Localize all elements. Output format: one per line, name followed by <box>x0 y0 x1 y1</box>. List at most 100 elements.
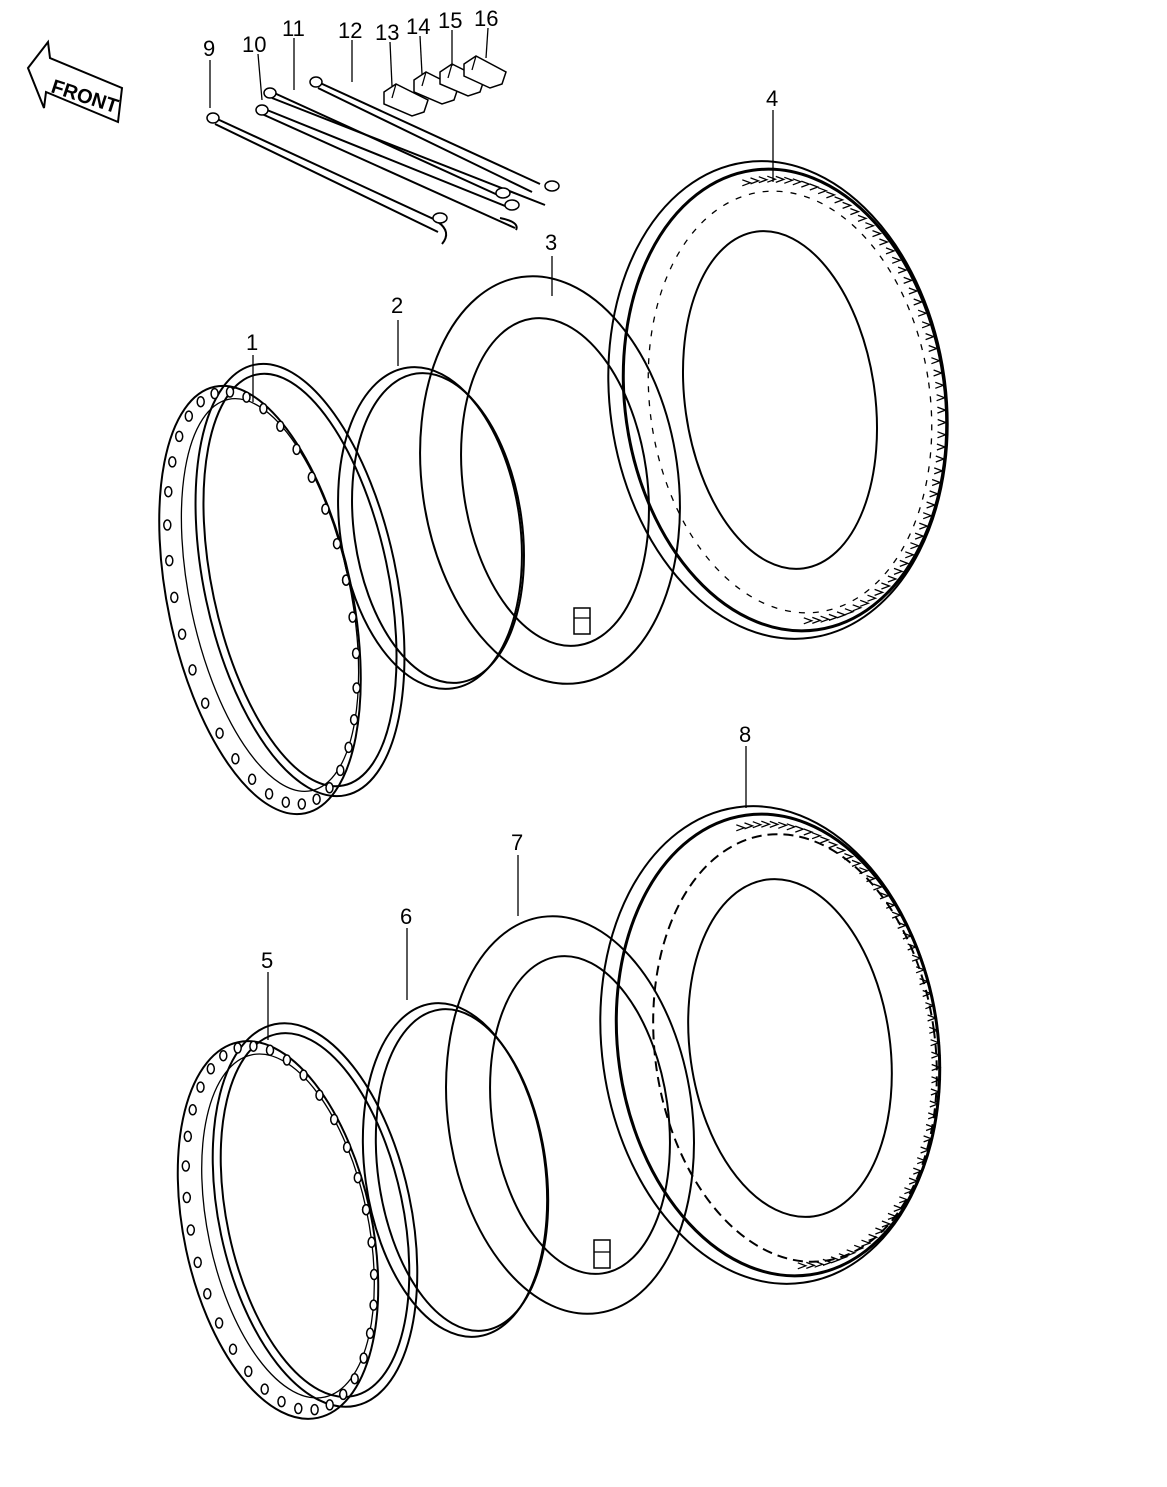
callout-8: 8 <box>739 722 751 747</box>
spoke-hole <box>184 410 194 422</box>
spoke-hole <box>210 387 219 400</box>
callout-9: 9 <box>203 36 215 61</box>
tread-block <box>811 832 822 840</box>
tread-block <box>930 1088 941 1096</box>
tread-block <box>758 176 769 184</box>
tread-block <box>922 989 933 998</box>
tread-block <box>859 599 871 607</box>
tread-block <box>907 943 918 951</box>
tread-block <box>930 1039 941 1047</box>
spoke-hole <box>193 1256 202 1269</box>
tread-block <box>859 867 870 875</box>
tread-block <box>797 1262 808 1270</box>
tread-block <box>852 604 863 612</box>
callout-15: 15 <box>438 8 462 33</box>
spoke-hole <box>188 1104 197 1116</box>
spoke-hole <box>344 741 353 754</box>
tread-block <box>891 911 902 919</box>
front-rim-band <box>337 366 525 690</box>
nipple-13 <box>383 83 429 117</box>
tread-block <box>853 1244 865 1252</box>
spoke-hole <box>329 1113 339 1126</box>
tread-block <box>744 822 755 830</box>
tread-block <box>784 176 795 184</box>
callout-12: 12 <box>338 18 362 43</box>
spoke-hole <box>214 1317 224 1329</box>
spoke-hole <box>367 1236 376 1249</box>
callout-7: 7 <box>511 830 523 855</box>
callout-6: 6 <box>400 904 412 929</box>
tread-block <box>750 177 761 185</box>
spoke-hole <box>182 1191 192 1204</box>
tread-block <box>851 859 862 868</box>
tread-block <box>806 1261 817 1270</box>
rear-rim-band <box>361 1002 550 1338</box>
tread-block <box>881 1220 892 1228</box>
spoke-hole <box>281 796 291 808</box>
tread-block <box>795 825 806 833</box>
tread-block <box>769 820 780 829</box>
spoke-hole <box>233 1042 242 1054</box>
spoke-hole <box>297 798 307 810</box>
tread-block <box>937 431 948 439</box>
tread-block <box>920 1146 931 1154</box>
tread-block <box>828 613 839 622</box>
spoke-hole <box>168 456 177 468</box>
tread-block <box>887 1212 898 1221</box>
tread-block <box>861 1239 872 1247</box>
nipple-16 <box>463 55 507 89</box>
spoke-hole <box>351 647 361 660</box>
tread-block <box>931 357 942 365</box>
spoke-hole <box>325 1399 334 1411</box>
tread-block <box>887 575 898 583</box>
spoke-hole <box>264 788 274 800</box>
tread-block <box>928 344 939 353</box>
tread-block <box>927 1014 938 1022</box>
tread-block <box>921 321 932 329</box>
tread-block <box>933 369 944 377</box>
tread-block <box>899 1196 910 1204</box>
tread-block <box>865 222 876 230</box>
tread-block <box>925 332 936 341</box>
spoke-hole <box>231 753 240 765</box>
tread-block <box>922 512 934 520</box>
spoke-12 <box>309 76 560 193</box>
spoke-hole <box>165 554 174 567</box>
tread-block <box>812 616 823 625</box>
tread-block <box>931 1076 942 1084</box>
spoke-hole <box>219 1049 228 1062</box>
spoke-hole <box>359 1352 368 1364</box>
spoke-hole <box>203 1288 212 1300</box>
tread-block <box>826 191 837 199</box>
spoke-hole <box>228 1343 238 1355</box>
spoke-hole <box>170 591 179 604</box>
tread-block <box>850 207 861 216</box>
spoke-hole <box>321 503 330 515</box>
tread-block <box>817 187 828 195</box>
spoke-hole <box>353 1171 363 1184</box>
spoke-hole <box>215 727 224 739</box>
tread-block <box>879 892 890 900</box>
tread-block <box>935 381 946 389</box>
valve-stem-icon <box>573 607 591 635</box>
tread-block <box>881 582 892 590</box>
callout-4: 4 <box>766 86 778 111</box>
tread-block <box>925 1123 936 1132</box>
callout-13: 13 <box>375 20 399 45</box>
tread-block <box>820 836 831 844</box>
callout-1: 1 <box>246 330 258 355</box>
tread-block <box>908 287 919 295</box>
tread-block <box>874 588 885 597</box>
tread-block <box>836 846 847 855</box>
tread-block <box>929 490 940 498</box>
tread-block <box>911 954 922 962</box>
tread-block <box>923 1135 934 1143</box>
tread-block <box>846 1249 857 1257</box>
tread-block <box>926 501 937 509</box>
spoke-hole <box>310 1403 319 1416</box>
spoke-hole <box>188 664 197 676</box>
spoke-hole <box>336 764 345 777</box>
tread-block <box>866 874 877 883</box>
tread-block <box>919 977 930 986</box>
tread-block <box>857 214 868 223</box>
